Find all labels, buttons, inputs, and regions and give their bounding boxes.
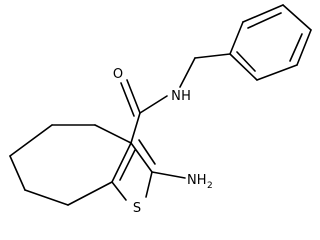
cycloheptane-ring	[9, 124, 132, 206]
molecule-drawing: O N H S NH 2	[9, 4, 312, 216]
amide-nitrogen-label: N	[171, 89, 181, 104]
benzyl-linker	[179, 53, 231, 88]
thiophene-ring	[111, 112, 156, 201]
amide-hydrogen-label: H	[181, 89, 191, 104]
sulfur-label: S	[133, 201, 141, 216]
structure-diagram: O N H S NH 2	[9, 4, 312, 216]
amide-group	[120, 79, 168, 117]
oxygen-label: O	[113, 67, 123, 82]
benzene-ring	[229, 4, 312, 81]
amino-label: NH	[187, 173, 207, 188]
amino-bond	[151, 171, 186, 179]
amino-subscript: 2	[207, 181, 213, 191]
